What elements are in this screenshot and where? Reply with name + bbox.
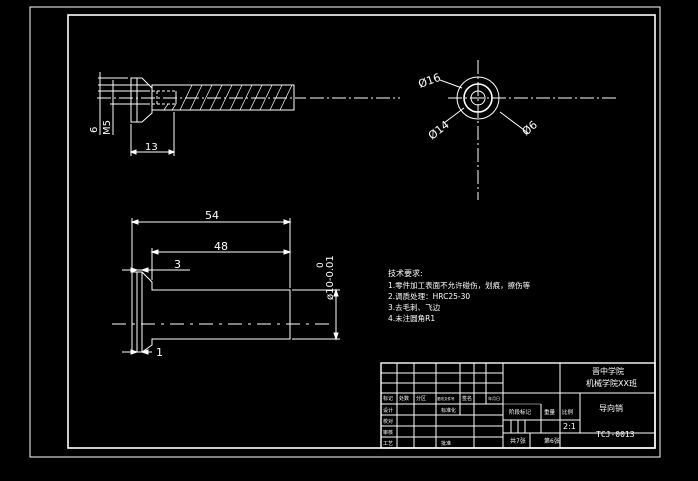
tb-row-label: 处数 — [399, 395, 409, 402]
tech-req-item: 3.去毛刺、飞边 — [388, 302, 441, 312]
top-view-head — [130, 77, 153, 123]
end-view — [310, 60, 616, 200]
tb-process: 工艺 — [383, 441, 393, 447]
dia-outer-label: Ø16 — [417, 71, 443, 91]
tb-standardization: 标准化 — [441, 407, 456, 414]
dia-inner-label: Ø6 — [520, 118, 540, 138]
dim-dia: ø10-0.01 — [325, 255, 336, 300]
dim-thread-size: M5 — [102, 120, 113, 135]
tb-review: 审核 — [383, 429, 393, 436]
top-side-view — [97, 72, 306, 156]
tb-approve: 批准 — [441, 440, 451, 447]
tb-drawing-no: TCJ-0013 — [596, 430, 635, 439]
tb-stage-mark-header: 阶段标记 — [509, 408, 532, 416]
tb-row-label: 分区 — [416, 395, 426, 402]
tech-req-item: 4.未注圆角R1 — [388, 313, 435, 323]
dim-step-len: 3 — [174, 258, 181, 271]
dim-thread-len: 6 — [89, 127, 100, 133]
tb-row-label: 年月日 — [488, 395, 500, 401]
tb-scale: 2:1 — [563, 422, 576, 431]
dim-chamfer: 1 — [156, 346, 163, 359]
tb-weight-header: 重量 — [544, 408, 556, 416]
dim-dia-tol-upper: 0 — [316, 262, 326, 268]
bottom-view — [112, 218, 340, 355]
tb-row-label: 标记 — [383, 395, 393, 402]
tb-scale-header: 比例 — [562, 408, 574, 416]
tech-req-title: 技术要求: — [388, 268, 423, 278]
tb-sheet-total: 共7张 — [510, 437, 526, 445]
inner-frame — [67, 14, 656, 449]
top-view-hatch — [163, 84, 293, 111]
dim-head-len: 13 — [145, 142, 158, 153]
tb-check: 校对 — [383, 418, 393, 425]
tech-req-item: 1.零件加工表面不允许碰伤，划痕，擦伤等 — [388, 280, 531, 290]
tb-class: 机械学院XX班 — [586, 378, 637, 388]
dim-body-len: 48 — [214, 240, 228, 253]
tb-row-label: 签名 — [462, 395, 472, 402]
dia-mid-label: Ø14 — [426, 118, 452, 142]
tb-school: 晋中学院 — [592, 366, 624, 376]
title-block — [380, 362, 656, 449]
dim-total-len: 54 — [205, 209, 219, 222]
tb-sheet-no: 第6张 — [544, 437, 560, 445]
outer-frame — [29, 6, 661, 458]
tb-design: 设计 — [383, 407, 393, 414]
bottom-view-outline — [131, 271, 291, 353]
tech-req-item: 2.调质处理：HRC25-30 — [388, 291, 470, 301]
tb-row-label: 更改文件号 — [437, 396, 455, 401]
tech-requirements: 技术要求: 1.零件加工表面不允许碰伤，划痕，擦伤等 2.调质处理：HRC25-… — [388, 268, 531, 323]
tb-part-name: 导向销 — [599, 403, 623, 413]
